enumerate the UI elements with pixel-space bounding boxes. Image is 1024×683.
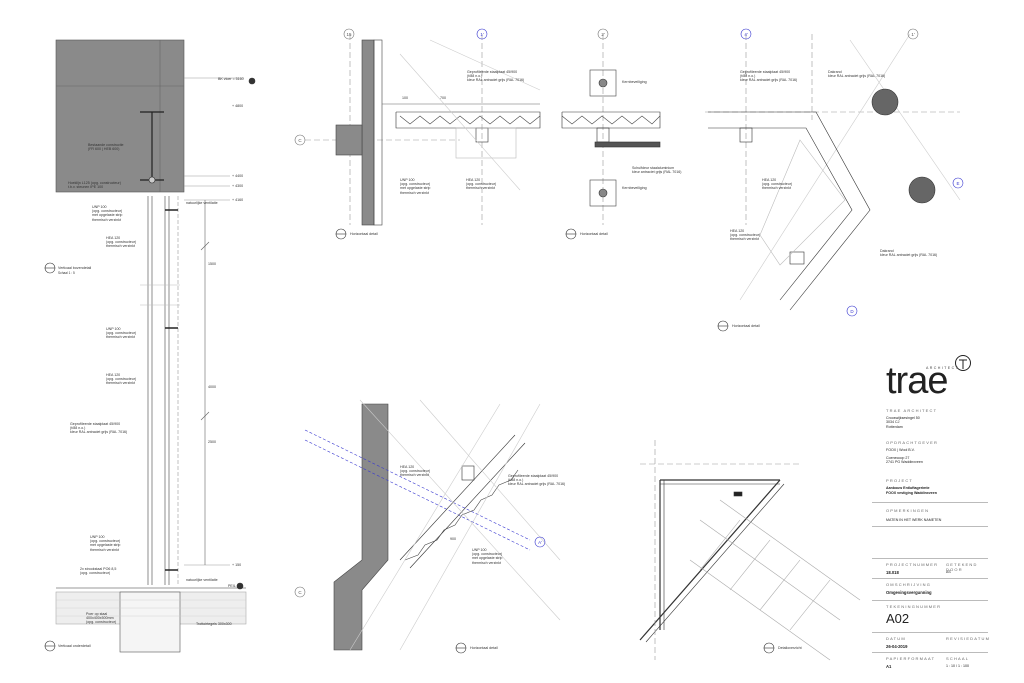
wall-section	[361, 39, 375, 226]
label-level: + 4800	[232, 104, 244, 108]
remarks: MATEN IN HET WERK NAMETEN	[886, 518, 942, 522]
label-level: + 4300	[232, 184, 244, 188]
svg-text:C: C	[298, 138, 302, 143]
client-address: Coenecoop 27 2741 PG Waddinxveen	[886, 456, 923, 465]
office-name: TRAE ARCHITECT	[886, 408, 938, 413]
wall-section-2d	[333, 403, 389, 651]
label-profiled-sheet: Geprofileerde staalplaat 45/900 (t/88 n.…	[467, 70, 525, 83]
label-core-protection: Kernbeveiliging	[622, 186, 647, 190]
description-caption: OMSCHRIJVING	[886, 582, 932, 587]
label-profiled-sheet: Geprofileerde staalplaat 45/900 (t/88 n.…	[508, 474, 566, 487]
drawing-number: A02	[886, 611, 910, 626]
label-hea120: HEA 120 (opg. constructeur) thermisch ve…	[466, 178, 497, 191]
svg-text:C: C	[298, 590, 302, 595]
label-sliding-door: Schuifdeur staalaluminium kleur antracie…	[632, 166, 682, 175]
svg-text:E: E	[956, 181, 959, 186]
detail-title: Verticaal onderdetail	[58, 644, 91, 648]
dimension: 100	[402, 96, 408, 100]
project-number-caption: PROJECTNUMMER	[886, 562, 939, 567]
label-level: + 4160	[232, 198, 244, 202]
date-caption: DATUM	[886, 636, 906, 641]
scale-caption: SCHAAL	[946, 656, 970, 661]
label-hea120: HEA 120 (opg. constructeur) thermisch ve…	[730, 229, 761, 242]
detail-title: Horizontaal detail	[580, 232, 608, 236]
detail-title: Horizontaal detail	[732, 324, 760, 328]
label-profiled-sheet: Geprofileerde staalplaat 45/900 (t/88 n.…	[70, 422, 128, 435]
client-caption: OPDRACHTGEVER	[886, 440, 939, 445]
project-line-2: FOOX vestiging Waddinxveen	[886, 491, 937, 495]
svg-text:A': A'	[538, 540, 542, 545]
date: 26-04-2019	[886, 644, 908, 649]
label-profiled-sheet: Geprofileerde staalplaat 45/900 (t/88 n.…	[740, 70, 798, 83]
revision-caption: REVISIEDATUM	[946, 636, 991, 641]
dimension: 900	[450, 537, 456, 541]
detail-scale: Schaal 1 : 5	[58, 271, 75, 275]
label-ventilation: natuurlijke ventilatie	[186, 578, 218, 582]
grid-label-15: 15	[346, 32, 352, 37]
label-hea120: HEA 120 (opg. constructeur) thermisch ve…	[400, 465, 431, 478]
label-roof-edge: Dakrand kleur RAL antraciet grijs (RAL 7…	[828, 70, 886, 79]
label-hoeklijn: Hoeklijn L125 (opg. constructeur) t.b.v.…	[68, 181, 121, 190]
svg-text:1': 1'	[911, 32, 915, 37]
label-strip: 2x strookstaal PO6 8,5 (opg. constructeu…	[80, 567, 117, 576]
svg-text:2': 2'	[601, 32, 605, 37]
office-address: Crooswijksesingel 50 3034 CJ Rotterdam	[886, 416, 920, 429]
detail-title: Horizontaal detail	[470, 646, 498, 650]
remarks-caption: OPMERKINGEN	[886, 508, 930, 513]
label-hea120: HEA 120 (opg. constructeur) thermisch ve…	[106, 236, 137, 249]
label-foundation: Poer op staal 400x400x500mm (opg. constr…	[86, 612, 117, 625]
title-block: trae ARCHITECT TRAE ARCHITECT Crooswijks…	[872, 348, 992, 678]
label-unp100: UNP 100 (opg. constructeur) met opgelast…	[90, 535, 121, 552]
label-unp100: UNP 100 (opg. constructeur) met opgelast…	[472, 548, 503, 565]
logo-subtitle: ARCHITECT	[926, 366, 960, 370]
existing-concrete	[55, 39, 185, 193]
grid-bubble-1	[476, 28, 488, 40]
drawing-number-caption: TEKENINGNUMMER	[886, 604, 942, 609]
dimension: 4000	[208, 385, 216, 389]
svg-text:D: D	[850, 309, 854, 314]
detail-title: Horizontaal detail	[350, 232, 378, 236]
logo-wordmark: trae	[886, 360, 948, 402]
label-unp100: UNP 100 (opg. constructeur) met opgelast…	[400, 178, 431, 195]
paper-size-caption: PAPIERFORMAAT	[886, 656, 936, 661]
drawn-by: AS	[946, 570, 951, 574]
description: Omgevingsvergunning	[886, 590, 932, 595]
label-unp100: UNP 100 (opg. constructeur) met opgelast…	[92, 205, 123, 222]
project-caption: PROJECT	[886, 478, 914, 483]
paper-size: A1	[886, 664, 892, 669]
svg-text:1': 1'	[480, 32, 484, 37]
label-ventilation: natuurlijke ventilatie	[186, 201, 218, 205]
label-hea120: HEA 120 (opg. constructeur) thermisch ve…	[106, 373, 137, 386]
client-name: FOOX | Wool B.V.	[886, 448, 915, 452]
svg-text:4': 4'	[744, 32, 748, 37]
detail-title: Verticaal bovendetail	[58, 266, 92, 270]
label-hea120: HEA 120 (opg. constructeur) thermisch ve…	[762, 178, 793, 191]
grid-bubble-15	[343, 28, 355, 40]
label-unp100: UNP 100 (opg. constructeur) thermisch ve…	[106, 327, 137, 340]
dimension: 1500	[208, 262, 216, 266]
label-tiles: Trottoirtegels 300x300	[196, 622, 232, 626]
dimension: 2500	[208, 440, 216, 444]
label-bk-vloer: BK vloer = 5160	[218, 77, 244, 81]
dimension: 700	[440, 96, 446, 100]
drawn-by-caption: GETEKEND DOOR	[946, 562, 978, 572]
scale: 1 : 10 / 1 : 100	[946, 664, 969, 668]
label-existing-construction: Bestaande constructie (FR 600 | HEB 600)	[88, 143, 124, 152]
detail-title: Detailoverzicht	[778, 646, 802, 650]
label-level: + 150	[232, 563, 242, 567]
project-line-1: Aanbouw Entluftagerimte	[886, 486, 930, 490]
project-number: 18.018	[886, 570, 899, 575]
label-level: + 4400	[232, 174, 244, 178]
trae-logo-icon	[955, 355, 971, 371]
label-peil: PEIL = 0	[228, 584, 242, 588]
label-core-protection: Kernbeveiliging	[622, 80, 647, 84]
label-roof-edge: Dakrand kleur RAL antraciet grijs (RAL 7…	[880, 249, 938, 258]
